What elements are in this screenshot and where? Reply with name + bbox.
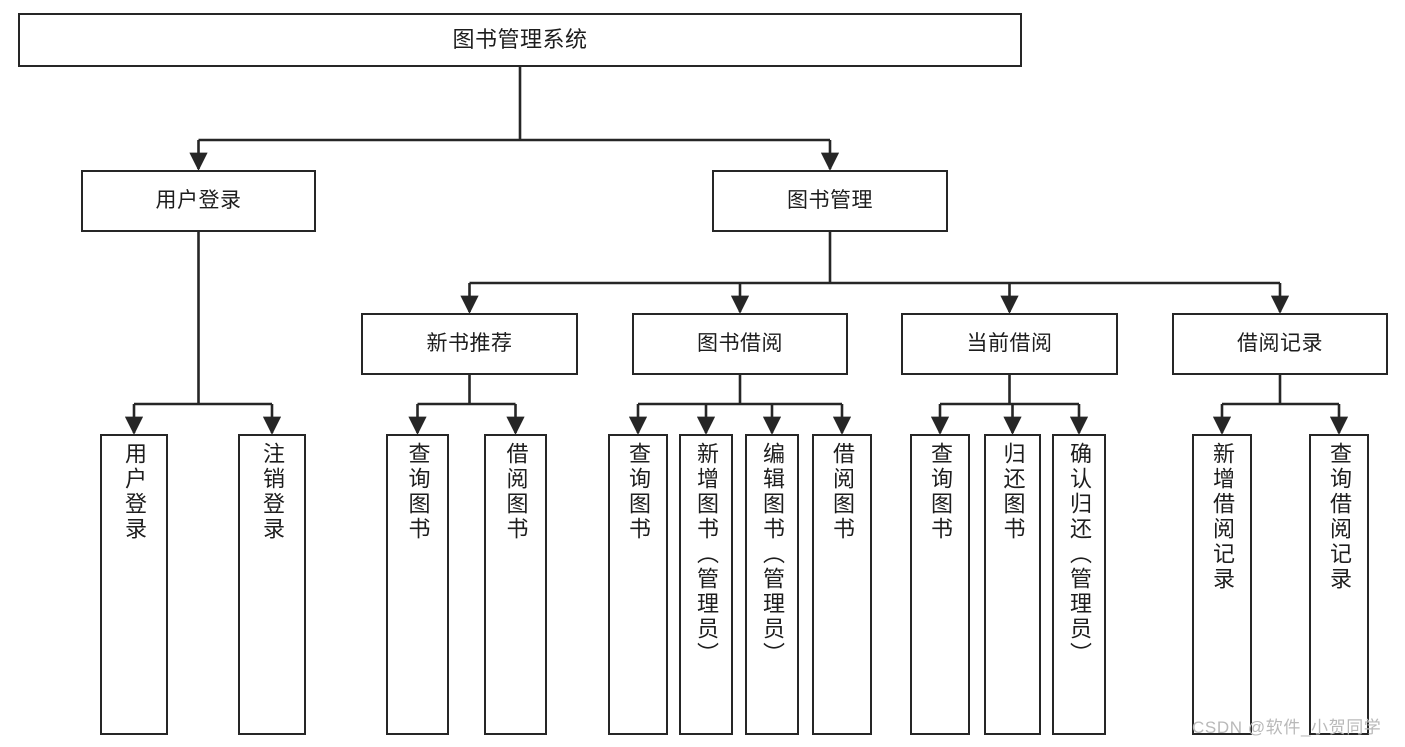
leaf-borrow-book[interactable]: 借阅图书 [812,434,872,735]
node-book-borrow[interactable]: 图书借阅 [632,313,848,375]
node-label: 新书推荐 [426,331,513,355]
node-label: 图书管理系统 [452,27,588,53]
node-label: 新增借阅记录 [1210,442,1235,592]
leaf-borrow-book-recommend[interactable]: 借阅图书 [484,434,547,735]
node-label: 用户登录 [122,442,147,542]
node-label: 查询图书 [626,442,651,542]
watermark: CSDN @软件_小贺同学 [1192,718,1382,737]
leaf-add-borrow-record[interactable]: 新增借阅记录 [1192,434,1252,735]
node-label: 注销登录 [260,442,285,542]
node-book-management[interactable]: 图书管理 [712,170,948,232]
leaf-logout[interactable]: 注销登录 [238,434,306,735]
node-label: 编辑图书（管理员） [760,442,785,667]
leaf-confirm-return-admin[interactable]: 确认归还（管理员） [1052,434,1106,735]
node-label: 借阅图书 [503,442,529,542]
leaf-edit-book-admin[interactable]: 编辑图书（管理员） [745,434,799,735]
node-borrow-record[interactable]: 借阅记录 [1172,313,1388,375]
node-label: 图书管理 [787,188,873,212]
leaf-query-borrow-record[interactable]: 查询借阅记录 [1309,434,1369,735]
node-current-borrow[interactable]: 当前借阅 [901,313,1118,375]
leaf-return-book[interactable]: 归还图书 [984,434,1041,735]
node-label: 查询图书 [405,442,431,542]
leaf-add-book-admin[interactable]: 新增图书（管理员） [679,434,733,735]
node-label: 用户登录 [155,188,242,212]
node-label: 借阅记录 [1237,331,1323,355]
node-new-book-recommend[interactable]: 新书推荐 [361,313,578,375]
node-label: 确认归还（管理员） [1067,442,1092,667]
leaf-query-book-current[interactable]: 查询图书 [910,434,970,735]
node-user-login[interactable]: 用户登录 [81,170,316,232]
node-label: 借阅图书 [830,442,855,542]
leaf-query-book[interactable]: 查询图书 [608,434,668,735]
node-label: 查询图书 [928,442,953,542]
node-label: 新增图书（管理员） [694,442,719,667]
node-root[interactable]: 图书管理系统 [18,13,1022,67]
node-label: 当前借阅 [966,331,1053,355]
node-label: 图书借阅 [697,331,783,355]
node-label: 查询借阅记录 [1327,442,1352,592]
leaf-user-login[interactable]: 用户登录 [100,434,168,735]
leaf-query-book-recommend[interactable]: 查询图书 [386,434,449,735]
node-label: 归还图书 [1000,442,1026,542]
